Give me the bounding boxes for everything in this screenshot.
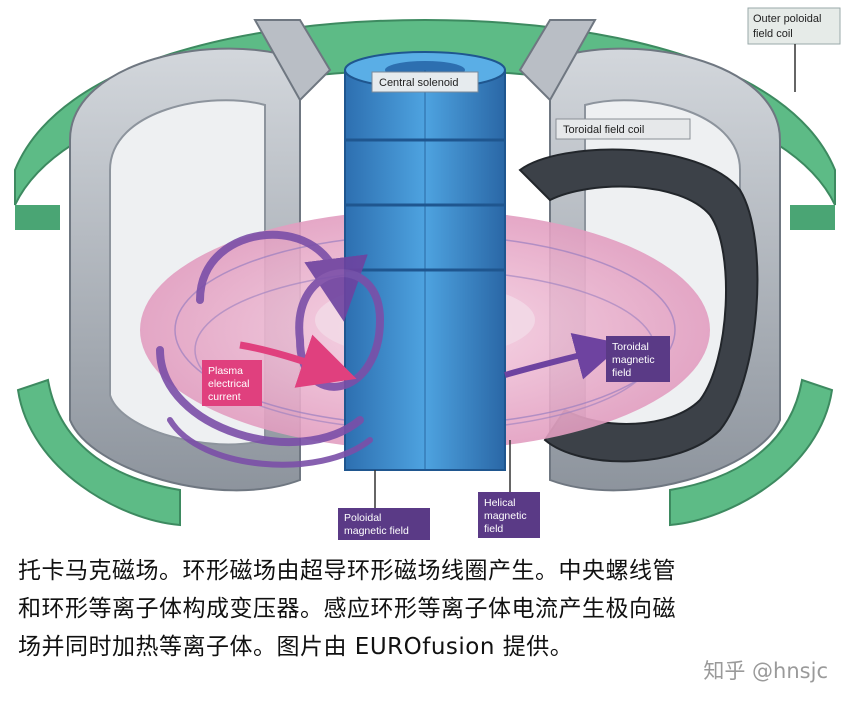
label-outer-poloidal-field-coil: Outer poloidal field coil	[747, 7, 841, 92]
toroidal-field-arrow	[504, 332, 624, 380]
label-toroidal-mf-line1: Toroidal	[612, 341, 649, 353]
central-solenoid	[344, 51, 506, 471]
label-poloidal-line1: Poloidal	[344, 512, 381, 524]
label-poloidal-magnetic-field: Poloidal magnetic field	[338, 470, 430, 540]
label-toroidal-magnetic-field: Toroidal magnetic field	[606, 336, 670, 382]
label-toroidal-mf-line2: magnetic	[612, 354, 655, 366]
label-toroidal-field-coil-text: Toroidal field coil	[563, 124, 644, 136]
tokamak-diagram: Outer poloidal field coil Central soleno…	[14, 7, 841, 540]
label-toroidal-mf-line3: field	[612, 367, 631, 379]
label-helical-line2: magnetic	[484, 510, 527, 522]
label-helical-line3: field	[484, 523, 503, 535]
caption-line-2: 和环形等离子体构成变压器。感应环形等离子体电流产生极向磁	[18, 596, 676, 622]
label-helical-magnetic-field: Helical magnetic field	[478, 440, 540, 538]
label-plasma-electrical-current: Plasma electrical current	[202, 360, 262, 406]
label-outer-poloidal-line1: Outer poloidal	[753, 13, 822, 25]
caption-line-1: 托卡马克磁场。环形磁场由超导环形磁场线圈产生。中央螺线管	[18, 558, 676, 584]
zhihu-watermark: 知乎 @hnsjc	[703, 659, 828, 683]
label-central-solenoid-text: Central solenoid	[379, 77, 459, 89]
label-helical-line1: Helical	[484, 497, 516, 509]
caption-line-3: 场并同时加热等离子体。图片由 EUROfusion 提供。	[18, 634, 574, 660]
figure-caption: 托卡马克磁场。环形磁场由超导环形磁场线圈产生。中央螺线管 和环形等离子体构成变压…	[18, 552, 838, 666]
label-plasma-line1: Plasma	[208, 365, 243, 377]
label-poloidal-line2: magnetic field	[344, 525, 409, 537]
plasma-current-arrow	[239, 334, 357, 388]
label-outer-poloidal-line2: field coil	[753, 28, 793, 40]
label-toroidal-field-coil: Toroidal field coil	[555, 118, 691, 140]
label-plasma-line3: current	[208, 391, 241, 403]
label-central-solenoid: Central solenoid	[371, 71, 479, 93]
label-plasma-line2: electrical	[208, 378, 249, 390]
